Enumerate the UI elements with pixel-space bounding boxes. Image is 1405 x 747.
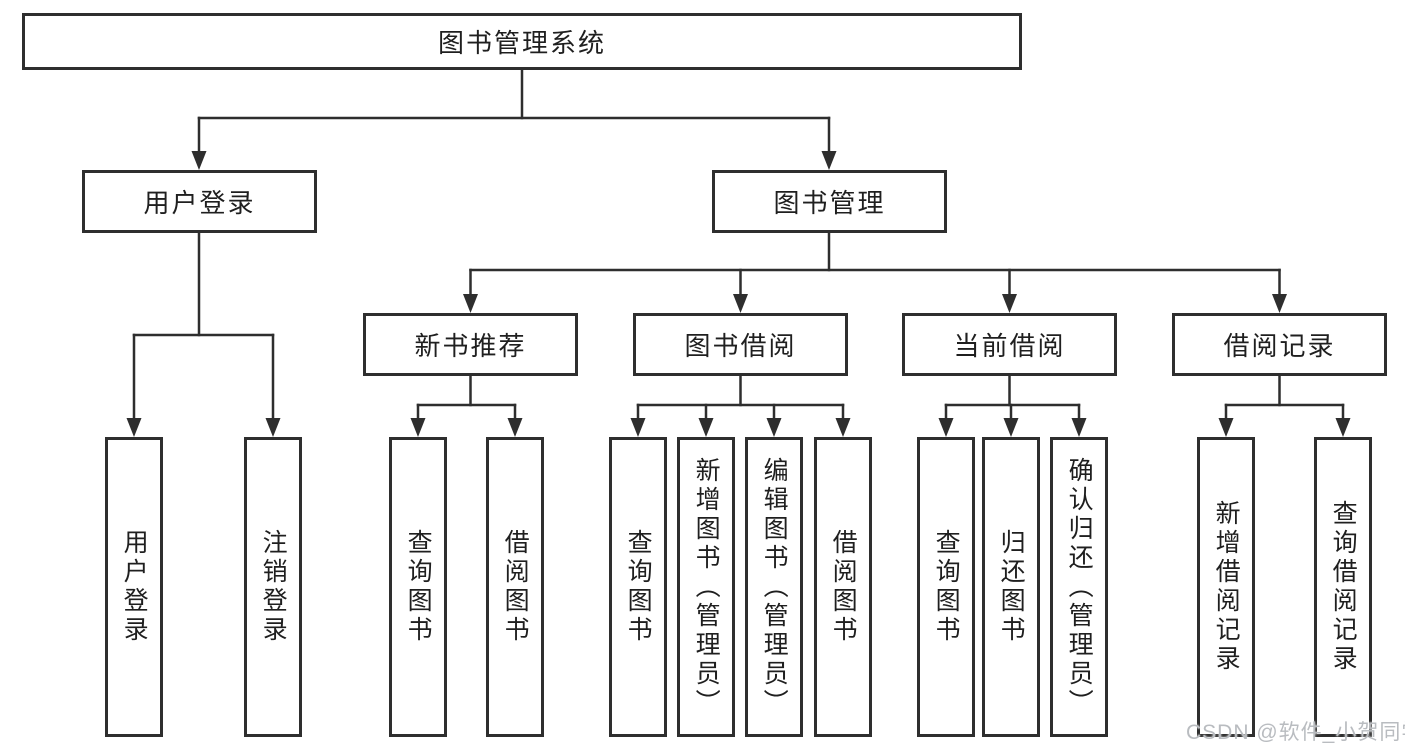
leaf-user-login: 用户登录 [105, 437, 163, 737]
node-current-borrowing: 当前借阅 [902, 313, 1117, 376]
leaf-query-borrow-record: 查询借阅记录 [1314, 437, 1372, 737]
node-borrowing-records: 借阅记录 [1172, 313, 1387, 376]
node-user-login: 用户登录 [82, 170, 317, 233]
leaf-borrow-books-recommend: 借阅图书 [486, 437, 544, 737]
node-library-management-system: 图书管理系统 [22, 13, 1022, 70]
leaf-edit-book-admin: 编辑图书（管理员） [745, 437, 803, 737]
leaf-add-borrow-record: 新增借阅记录 [1197, 437, 1255, 737]
leaf-query-books-current: 查询图书 [917, 437, 975, 737]
leaf-logout: 注销登录 [244, 437, 302, 737]
leaf-return-book: 归还图书 [982, 437, 1040, 737]
leaf-add-book-admin: 新增图书（管理员） [677, 437, 735, 737]
leaf-query-books-recommend: 查询图书 [389, 437, 447, 737]
node-book-borrowing: 图书借阅 [633, 313, 848, 376]
node-new-book-recommendation: 新书推荐 [363, 313, 578, 376]
node-book-management: 图书管理 [712, 170, 947, 233]
leaf-confirm-return-admin: 确认归还（管理员） [1050, 437, 1108, 737]
leaf-borrow-books: 借阅图书 [814, 437, 872, 737]
leaf-query-books-borrow: 查询图书 [609, 437, 667, 737]
watermark: CSDN @软件_小贺同学 [1186, 721, 1405, 744]
